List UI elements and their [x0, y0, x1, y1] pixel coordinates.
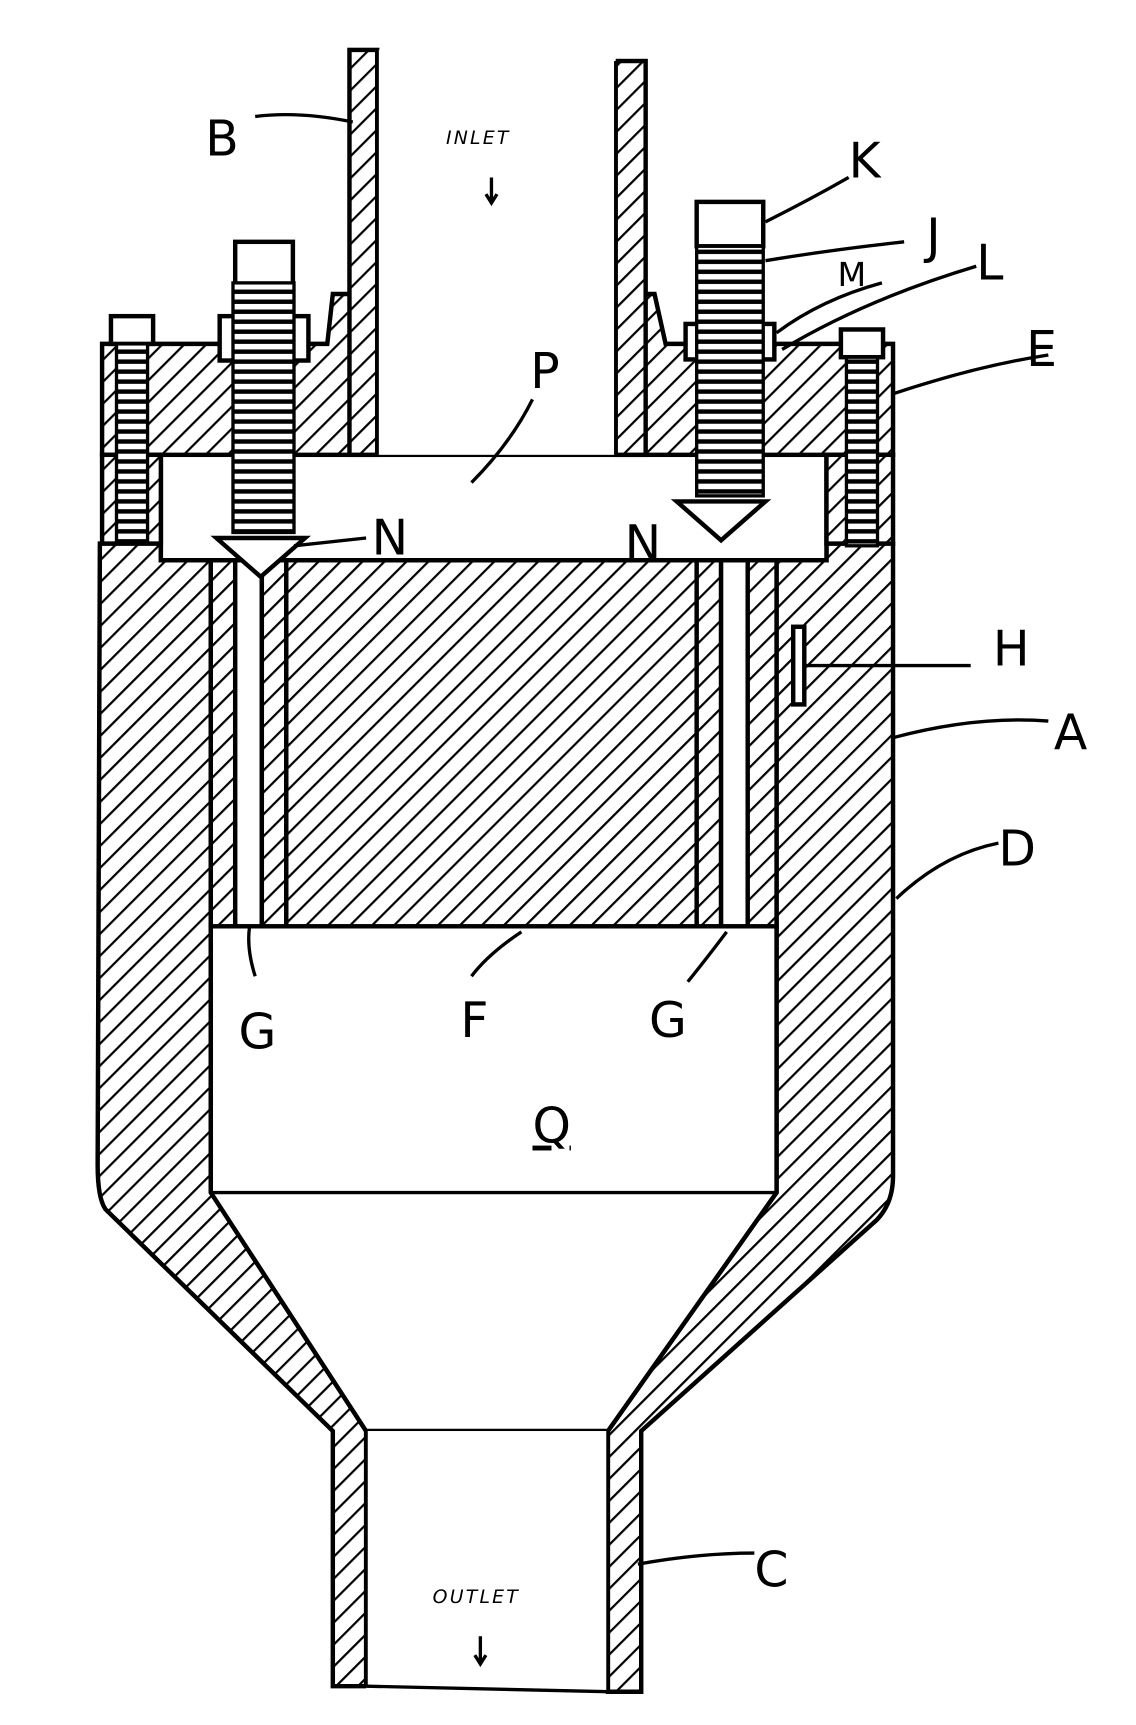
- tube-left: [211, 560, 235, 926]
- inlet-pipe-wall-left: [349, 50, 377, 455]
- label-p: P: [530, 343, 559, 400]
- tube-right: [697, 560, 721, 926]
- cap-screw-right: [841, 329, 883, 545]
- label-j: J: [923, 208, 940, 265]
- inlet-pipe-wall-right: [616, 61, 646, 455]
- label-g-left: G: [239, 1003, 277, 1060]
- label-n-left: N: [372, 510, 409, 567]
- label-c: C: [754, 1541, 788, 1598]
- label-a: A: [1054, 704, 1087, 761]
- inlet-text: INLET: [446, 128, 511, 149]
- label-h: H: [993, 621, 1030, 678]
- label-g-right: G: [649, 992, 687, 1049]
- cap-screw-left: [111, 316, 153, 541]
- label-q: Q: [533, 1098, 571, 1155]
- outlet-pipe: [366, 1431, 608, 1692]
- tube-channel-right: [721, 560, 748, 926]
- label-m: M: [838, 255, 867, 294]
- label-n-right: N: [625, 515, 662, 572]
- outlet-text: OUTLET: [433, 1587, 520, 1608]
- filter-element: [286, 560, 696, 926]
- label-f: F: [460, 992, 488, 1049]
- label-k: K: [849, 132, 883, 189]
- label-d: D: [998, 820, 1036, 877]
- label-e: E: [1026, 321, 1057, 378]
- tube-channel-left: [235, 560, 262, 926]
- pin-h: [793, 627, 804, 705]
- label-l: L: [976, 235, 1003, 292]
- label-b: B: [205, 110, 238, 167]
